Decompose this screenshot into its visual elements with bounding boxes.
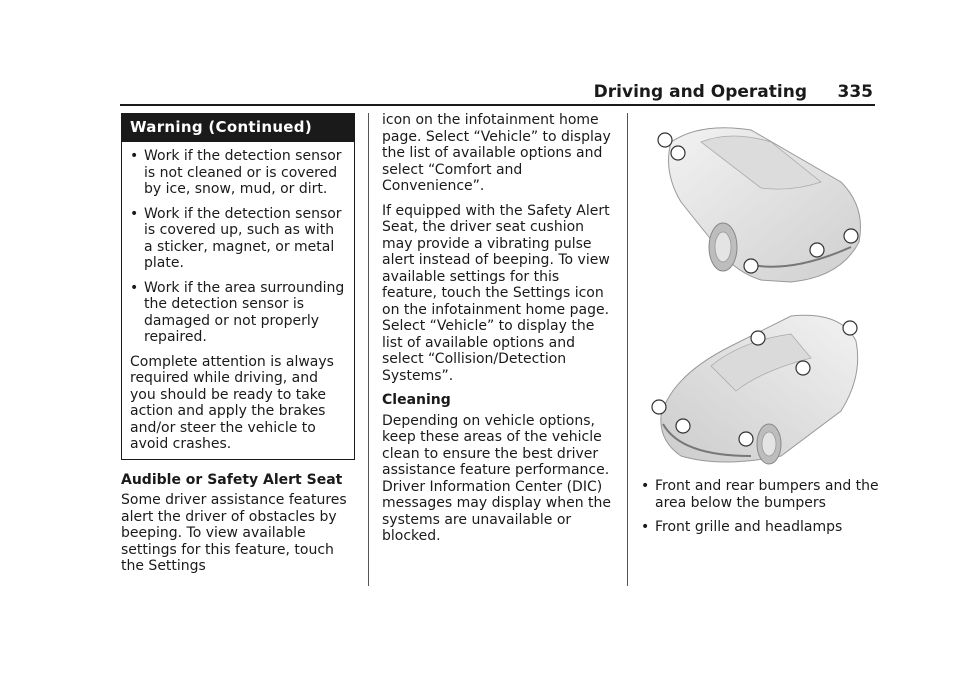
column-3: •Front and rear bumpers and the area bel… <box>641 112 881 544</box>
list-item: •Work if the area surrounding the detect… <box>130 279 345 346</box>
sensor-marker <box>743 258 759 274</box>
cleaning-list: •Front and rear bumpers and the area bel… <box>641 478 881 536</box>
column-divider <box>627 113 628 586</box>
alert-heading: Audible or Safety Alert Seat <box>121 471 343 488</box>
warning-title: Warning (Continued) <box>122 114 354 142</box>
sensor-marker <box>750 330 766 346</box>
section-title: Driving and Operating <box>593 82 807 102</box>
front-car-illustration <box>651 314 859 465</box>
page-header: Driving and Operating 335 <box>120 82 875 106</box>
rear-car-illustration <box>657 127 862 283</box>
warning-list: •Work if the detection sensor is not cle… <box>130 148 346 346</box>
list-item: •Work if the detection sensor is covered… <box>130 205 342 272</box>
bullet-icon: • <box>130 279 139 296</box>
sensor-marker <box>842 320 858 336</box>
sensor-marker <box>809 242 825 258</box>
sensor-marker <box>795 360 811 376</box>
alert-paragraph-start: Some driver assistance features alert th… <box>121 492 347 574</box>
bullet-icon: • <box>130 148 139 164</box>
list-item: •Front and rear bumpers and the area bel… <box>641 478 879 511</box>
warning-box: Warning (Continued) •Work if the detecti… <box>121 113 355 460</box>
bullet-icon: • <box>641 519 650 535</box>
column-divider <box>368 113 369 586</box>
alert-paragraph-end: icon on the infotainment home page. Sele… <box>382 112 611 194</box>
cleaning-paragraph: Depending on vehicle options, keep these… <box>382 412 612 545</box>
bullet-icon: • <box>130 205 139 222</box>
list-item: •Work if the detection sensor is not cle… <box>130 148 342 197</box>
sensor-marker <box>675 418 691 434</box>
cleaning-heading: Cleaning <box>382 392 451 408</box>
rear-car-body <box>668 127 862 283</box>
front-car-body <box>660 314 859 465</box>
alert-paragraph-2: If equipped with the Safety Alert Seat, … <box>382 202 610 384</box>
sensor-marker <box>843 228 859 244</box>
column-1: Warning (Continued) •Work if the detecti… <box>121 113 355 583</box>
warning-note: Complete attention is always required wh… <box>130 353 334 453</box>
page-number: 335 <box>837 82 874 102</box>
sensor-marker <box>670 145 686 161</box>
sensor-marker <box>657 132 673 148</box>
bullet-icon: • <box>641 478 650 494</box>
list-item: •Front grille and headlamps <box>641 519 843 535</box>
warning-body: •Work if the detection sensor is not cle… <box>122 142 354 459</box>
column-2: icon on the infotainment home page. Sele… <box>382 112 618 553</box>
sensor-marker <box>651 399 667 415</box>
sensor-marker <box>738 431 754 447</box>
